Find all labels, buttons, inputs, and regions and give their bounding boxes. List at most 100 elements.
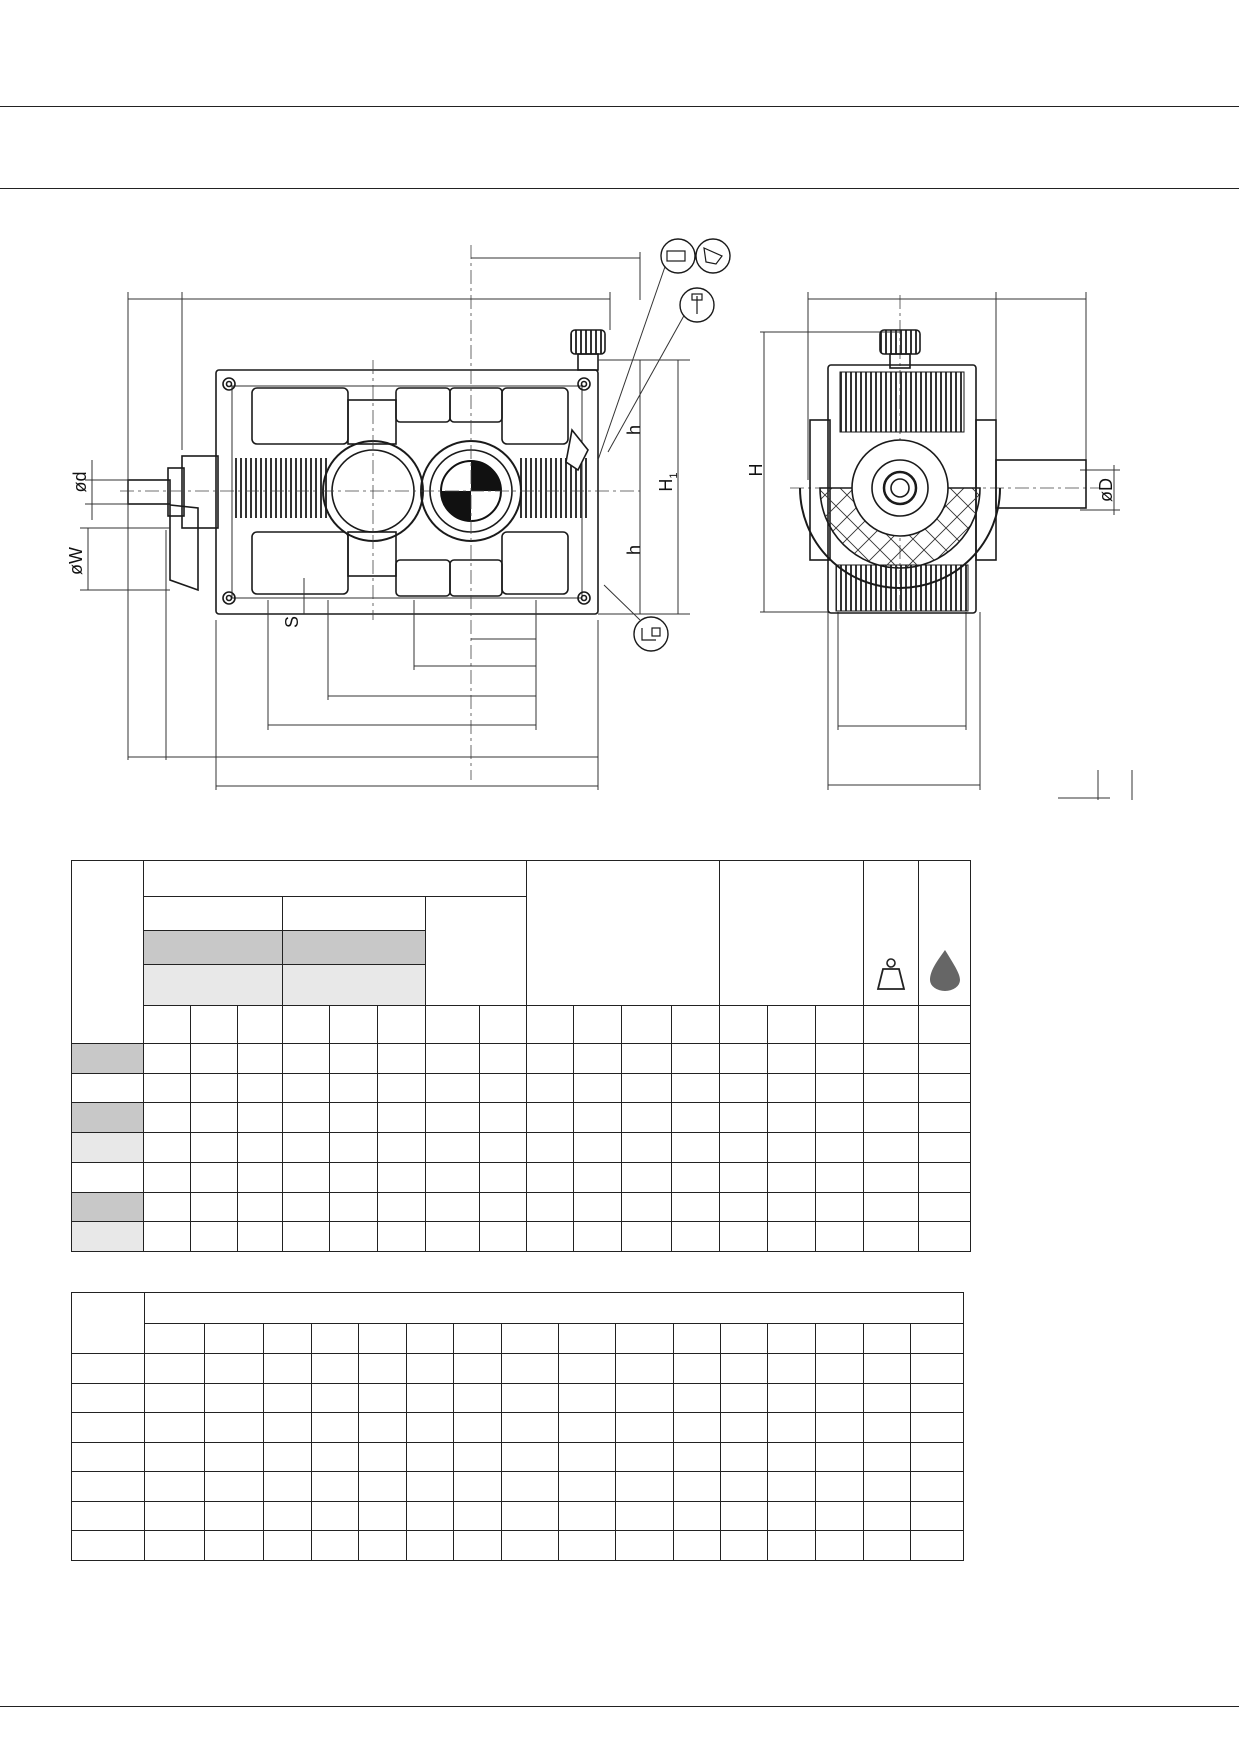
table2-row xyxy=(71,1382,964,1414)
table2-cell xyxy=(767,1382,816,1414)
table2-cell xyxy=(406,1382,454,1414)
table1-cell xyxy=(814,1102,865,1133)
table1-cell xyxy=(671,1102,720,1133)
table2-cell xyxy=(501,1471,559,1502)
table2-cell xyxy=(204,1471,264,1502)
table2-cell xyxy=(720,1412,768,1443)
table2-cell xyxy=(311,1530,359,1561)
table2-cell xyxy=(263,1530,312,1561)
table1-body xyxy=(71,1042,972,1252)
table1-column-header xyxy=(719,1004,768,1044)
table2-cell xyxy=(910,1412,964,1443)
table1-column-header xyxy=(573,1004,622,1044)
table2-cell xyxy=(263,1500,312,1532)
table1-cell xyxy=(479,1042,527,1074)
table1-cell xyxy=(621,1072,672,1104)
table1-cell xyxy=(621,1191,672,1223)
table1-cell xyxy=(425,1102,480,1133)
table1-row-header xyxy=(71,1132,144,1163)
table2-cell xyxy=(615,1353,674,1384)
table2-cell xyxy=(204,1382,264,1414)
table1-cell xyxy=(621,1221,672,1252)
table2-cell xyxy=(863,1412,911,1443)
table2-column-header xyxy=(720,1322,768,1355)
label-H: H xyxy=(746,464,766,477)
table2-cell xyxy=(311,1382,359,1414)
table1-cell xyxy=(573,1132,622,1163)
table2-cell xyxy=(204,1412,264,1443)
table2-row xyxy=(71,1412,964,1443)
table2-cell xyxy=(863,1441,911,1473)
table1-light-header-b xyxy=(282,964,426,1006)
table1-cell xyxy=(479,1102,527,1133)
table1-cell xyxy=(573,1102,622,1133)
table2-cell xyxy=(910,1441,964,1473)
table1-cell xyxy=(377,1221,426,1252)
oil-level-icon xyxy=(695,238,731,274)
table1-cell xyxy=(767,1072,816,1104)
table1-cell xyxy=(282,1072,330,1104)
table1-cell xyxy=(526,1072,574,1104)
table1-cell xyxy=(377,1191,426,1223)
table1-cell xyxy=(329,1221,378,1252)
table2-cell xyxy=(453,1412,502,1443)
table2-cell xyxy=(767,1530,816,1561)
table2-cell xyxy=(501,1412,559,1443)
table1-cell xyxy=(814,1042,865,1074)
table1-cell xyxy=(190,1161,238,1193)
table2-column-header xyxy=(204,1322,264,1355)
table2-row xyxy=(71,1500,964,1532)
table2-cell xyxy=(815,1530,864,1561)
table2-cell xyxy=(558,1500,616,1532)
table1-shaded-header-a xyxy=(143,930,283,966)
table1-cell xyxy=(237,1072,283,1104)
table1-cell xyxy=(863,1102,920,1133)
table2-cell xyxy=(767,1471,816,1502)
table2-column-header xyxy=(501,1322,559,1355)
table2-cell xyxy=(204,1441,264,1473)
table2-cell xyxy=(558,1382,616,1414)
table2-cell xyxy=(615,1412,674,1443)
table1-cell xyxy=(767,1042,816,1074)
table2-cell xyxy=(673,1382,721,1414)
table2-cell xyxy=(311,1500,359,1532)
table2-cell xyxy=(144,1530,205,1561)
footer-rule xyxy=(0,1706,1239,1707)
table1-cell xyxy=(377,1072,426,1104)
table1-row-header xyxy=(71,1072,144,1104)
table1-cell xyxy=(767,1161,816,1193)
table1-cell xyxy=(190,1072,238,1104)
table2-row xyxy=(71,1353,964,1384)
table1-cell xyxy=(282,1042,330,1074)
table1-cell xyxy=(573,1072,622,1104)
header-rule-bottom xyxy=(0,188,1239,189)
table1-cell xyxy=(479,1161,527,1193)
leader-lines xyxy=(597,257,687,621)
table2-column-header xyxy=(673,1322,721,1355)
table1-row-header xyxy=(71,1161,144,1193)
table2-column-header xyxy=(453,1322,502,1355)
table2-cell xyxy=(358,1412,407,1443)
dimension-table-2 xyxy=(71,1291,964,1561)
table1-cell xyxy=(573,1161,622,1193)
table1-cell xyxy=(863,1191,920,1223)
table2-cell xyxy=(863,1382,911,1414)
table1-cell xyxy=(190,1191,238,1223)
table2-cell xyxy=(815,1353,864,1384)
table1-cell xyxy=(377,1102,426,1133)
table2-row-header xyxy=(71,1471,145,1502)
table2-cell xyxy=(358,1382,407,1414)
table1-cell xyxy=(863,1132,920,1163)
table2-cell xyxy=(910,1353,964,1384)
table2-column-header xyxy=(615,1322,674,1355)
table1-cell xyxy=(282,1161,330,1193)
label-h1: H1 xyxy=(656,472,680,491)
table2-cell xyxy=(453,1471,502,1502)
table1-cell xyxy=(918,1072,972,1104)
table1-cell xyxy=(526,1191,574,1223)
table2-cell xyxy=(673,1500,721,1532)
table1-cell xyxy=(425,1221,480,1252)
table1-cell xyxy=(377,1132,426,1163)
table2-cell xyxy=(615,1471,674,1502)
table2-cell xyxy=(720,1530,768,1561)
